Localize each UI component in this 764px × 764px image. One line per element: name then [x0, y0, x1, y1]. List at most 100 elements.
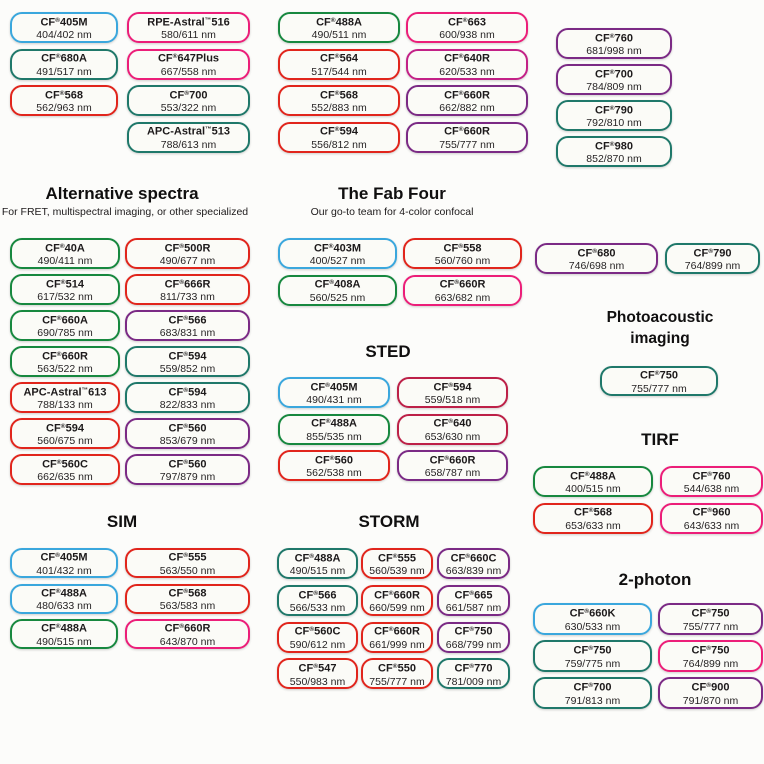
dye-wavelengths: 552/883 nm	[311, 102, 367, 115]
dye-name: RPE-Astral™516	[147, 16, 230, 29]
dye-name: CF®560C	[42, 458, 88, 471]
dye-name: CF®660R	[439, 278, 486, 291]
dye-name: CF®547	[298, 662, 337, 675]
dye-name: CF®514	[46, 278, 84, 291]
dye-wavelengths: 553/322 nm	[160, 102, 217, 115]
dye-wavelengths: 480/633 nm	[36, 600, 92, 613]
dye-name: CF®980	[595, 140, 633, 153]
dye-wavelengths: 490/411 nm	[37, 255, 93, 268]
dye-wavelengths: 690/785 nm	[37, 327, 93, 340]
dye-name: CF®594	[46, 422, 84, 435]
dye-wavelengths: 630/533 nm	[564, 620, 621, 633]
dye-name: CF®560	[168, 458, 207, 471]
dye-name: CF®555	[378, 552, 416, 565]
dye-name: CF®790	[693, 247, 732, 260]
dye-wavelengths: 517/544 nm	[311, 65, 367, 78]
dye-name: CF®560C	[294, 625, 341, 638]
dye-name: CF®770	[454, 662, 493, 675]
dye-wavelengths: 404/402 nm	[36, 29, 92, 42]
tirf-title: TIRF	[641, 430, 679, 449]
dye-name: CF®403M	[313, 242, 362, 255]
dye-wavelengths: 663/682 nm	[434, 291, 491, 304]
dye-name: CF®560	[315, 454, 353, 467]
dye-name: CF®666R	[164, 278, 211, 291]
dye-wavelengths: 658/787 nm	[424, 467, 481, 480]
dye-name: CF®660K	[569, 607, 616, 620]
dye-name: CF®564	[320, 52, 358, 65]
dye-wavelengths: 556/812 nm	[311, 138, 367, 151]
dye-name: CF®660R	[444, 89, 490, 102]
dye-name: CF®660R	[429, 454, 476, 467]
dye-wavelengths: 490/431 nm	[306, 394, 362, 407]
dye-name: CF®660C	[450, 552, 497, 565]
dye-name: APC-Astral™513	[146, 125, 231, 138]
two-photon-title: 2-photon	[618, 570, 692, 589]
dye-name: CF®750	[573, 644, 612, 657]
dye-name: CF®550	[378, 662, 416, 675]
dye-name: CF®568	[168, 587, 207, 600]
dye-name: CF®568	[320, 89, 358, 102]
dye-wavelengths: 792/810 nm	[586, 117, 642, 130]
dye-wavelengths: 544/638 nm	[683, 483, 740, 496]
dye-name: CF®488A	[41, 587, 87, 600]
dye-wavelengths: 791/813 nm	[564, 694, 621, 707]
dye-name: CF®408A	[314, 278, 361, 291]
dye-wavelengths: 560/760 nm	[434, 255, 491, 268]
dye-wavelengths: 811/733 nm	[160, 291, 215, 304]
dye-name: CF®750	[691, 607, 730, 620]
dye-wavelengths: 559/852 nm	[159, 363, 216, 376]
dye-name: CF®560	[168, 422, 207, 435]
dye-name: CF®405M	[310, 381, 358, 394]
dye-wavelengths: 490/515 nm	[289, 565, 346, 578]
dye-wavelengths: 755/777 nm	[682, 620, 739, 633]
dye-name: CF®960	[692, 506, 731, 519]
dye-wavelengths: 401/432 nm	[36, 564, 92, 577]
dye-name: CF®660R	[374, 625, 420, 638]
dye-name: CF®405M	[40, 16, 88, 29]
dye-wavelengths: 400/527 nm	[309, 255, 366, 268]
dye-wavelengths: 668/799 nm	[445, 638, 502, 651]
dye-name: CF®700	[573, 681, 612, 694]
dye-wavelengths: 563/522 nm	[37, 363, 93, 376]
fab-four-title: The Fab Four	[338, 184, 446, 203]
dye-name: CF®640R	[444, 52, 490, 65]
dye-name: CF®566	[298, 588, 337, 601]
dye-wavelengths: 490/511 nm	[311, 29, 367, 42]
dye-wavelengths: 661/587 nm	[445, 601, 502, 614]
dye-name: CF®700	[595, 68, 633, 81]
dye-name: CF®555	[168, 551, 207, 564]
dye-wavelengths: 667/558 nm	[160, 65, 217, 78]
dye-wavelengths: 653/633 nm	[565, 519, 621, 532]
